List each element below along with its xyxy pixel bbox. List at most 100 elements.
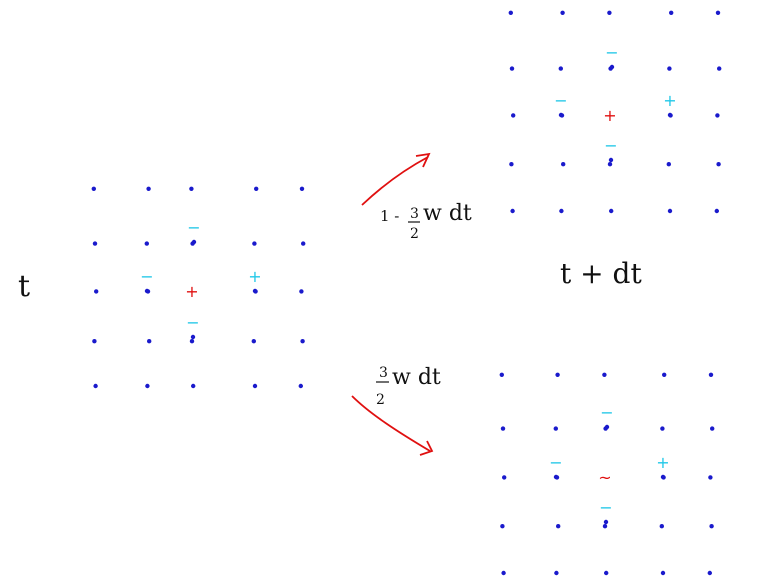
lattice-site-dot: [510, 208, 515, 214]
neighbor-charge-mark-left: −: [549, 453, 562, 472]
lattice-site-dot: [602, 372, 607, 377]
lattice-site-dot: [669, 10, 674, 15]
lattice-site-dot: [608, 157, 614, 163]
lattice-site-dot: [499, 372, 504, 377]
lattice-site-dot: [189, 339, 195, 344]
lattice-site-dot: [92, 241, 98, 246]
lattice-site-dot: [553, 426, 558, 431]
lattice-site-dot: [191, 239, 197, 245]
lattice-site-dot: [144, 288, 150, 294]
upper-arrow-shaft: [361, 156, 429, 206]
upper-arrow-head: [415, 152, 431, 168]
upper-rate-rest: w dt: [423, 201, 472, 226]
lattice-site-dot: [660, 570, 666, 576]
lattice-site-dot: [659, 524, 664, 529]
lattice-site-dot: [189, 186, 194, 191]
lattice-site-dot: [602, 524, 608, 529]
lattice-site-dot: [92, 339, 97, 344]
lattice-site-dot: [553, 474, 559, 480]
lattice-flip: ~ − − − +: [499, 372, 715, 576]
lattice-site-dot: [94, 289, 99, 294]
lattice-site-dot: [501, 570, 506, 576]
lattice-site-dot: [508, 10, 513, 15]
lattice-site-dot: [561, 162, 566, 167]
neighbor-charge-mark-right: +: [663, 91, 676, 110]
lattice-site-dot: [716, 162, 721, 167]
lattice-site-dot: [500, 426, 506, 431]
lattice-site-dot: [715, 113, 720, 118]
lattice-site-dot: [715, 10, 721, 15]
lattice-site-dot: [667, 112, 673, 118]
lattice-site-dot: [560, 10, 565, 15]
lattice-site-dot: [709, 524, 714, 529]
lower-arrow-head: [419, 440, 434, 456]
lattice-site-dot: [144, 241, 149, 246]
neighbor-charge-mark-bottom: −: [599, 498, 612, 517]
lattice-site-dot: [559, 208, 564, 214]
lattice-site-dot: [298, 383, 303, 389]
lattice-site-dot: [146, 186, 151, 191]
lattice-site-dot: [555, 372, 560, 377]
lower-rate-denominator: 2: [376, 392, 385, 408]
lattice-site-dot: [609, 64, 615, 70]
lattice-site-dot: [707, 570, 712, 576]
neighbor-charge-mark-right: +: [656, 453, 669, 472]
center-particle-mark: +: [603, 106, 616, 125]
lattice-stay: + − − − +: [508, 10, 722, 214]
lattice-site-dot: [299, 186, 305, 191]
time-label-t: t: [18, 269, 30, 304]
lattice-site-dot: [147, 339, 152, 344]
lattice-site-dot: [191, 383, 196, 389]
neighbor-charge-mark-top: −: [600, 403, 613, 422]
lattice-site-dot: [252, 241, 257, 246]
upper-rate-denominator: 2: [410, 226, 419, 242]
lattice-site-dot: [603, 519, 609, 525]
lattice-site-dot: [666, 162, 671, 167]
center-particle-mark: ~: [598, 468, 611, 487]
lattice-site-dot: [717, 66, 722, 71]
neighbor-charge-mark-left: −: [554, 91, 567, 110]
lattice-initial: + − − − +: [91, 186, 306, 389]
lattice-site-dot: [556, 524, 561, 529]
lattice-site-dot: [251, 339, 256, 344]
lattice-site-dot: [252, 288, 258, 294]
neighbor-charge-mark-top: −: [605, 43, 618, 62]
lattice-site-dot: [511, 113, 516, 118]
neighbor-charge-mark-bottom: −: [604, 136, 617, 155]
neighbor-charge-mark-right: +: [248, 267, 261, 286]
lattice-site-dot: [558, 66, 563, 71]
neighbor-charge-mark-top: −: [187, 218, 200, 237]
lattice-site-dot: [252, 383, 258, 389]
lattice-site-dot: [509, 162, 514, 167]
time-label-t-plus-dt: t + dt: [560, 257, 642, 290]
lattice-site-dot: [604, 424, 610, 430]
lattice-site-dot: [660, 426, 665, 431]
lattice-site-dot: [662, 372, 667, 377]
lower-arrow-shaft: [351, 395, 431, 452]
lower-rate-numerator: 3: [379, 365, 388, 381]
lattice-site-dot: [300, 339, 305, 344]
lattice-site-dot: [607, 10, 612, 15]
center-particle-mark: +: [185, 282, 198, 301]
lattice-site-dot: [660, 474, 666, 480]
lattice-site-dot: [509, 66, 515, 71]
lattice-site-dot: [502, 475, 507, 480]
lattice-site-dot: [609, 208, 614, 214]
lattice-site-dot: [708, 475, 713, 480]
lattice-site-dot: [604, 570, 609, 576]
lattice-site-dot: [667, 208, 673, 214]
lattice-site-dot: [301, 241, 306, 246]
lattice-site-dot: [299, 289, 304, 294]
lattice-site-dot: [708, 372, 714, 377]
lattice-site-dot: [91, 186, 97, 191]
lattice-site-dot: [190, 334, 196, 340]
lattice-site-dot: [254, 186, 259, 191]
lattice-site-dot: [558, 112, 564, 118]
lower-rate-rest: w dt: [392, 365, 441, 390]
neighbor-charge-mark-bottom: −: [186, 313, 199, 332]
lattice-site-dot: [710, 426, 715, 431]
lattice-site-dot: [500, 524, 505, 529]
neighbor-charge-mark-left: −: [140, 267, 153, 286]
upper-rate-numerator: 3: [410, 206, 419, 222]
